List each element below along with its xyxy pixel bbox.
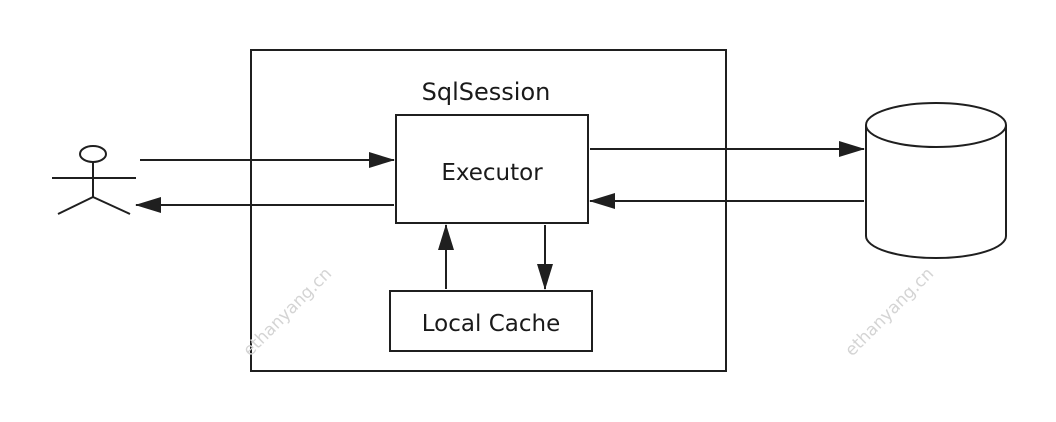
watermark-left: ethanyang.cn <box>239 264 336 361</box>
executor-box <box>395 114 589 224</box>
watermark-right: ethanyang.cn <box>841 264 938 361</box>
sqlsession-label: SqlSession <box>422 78 551 106</box>
database-cylinder-icon <box>865 102 1007 259</box>
local-cache-box <box>389 290 593 352</box>
local-cache-label: Local Cache <box>422 311 560 337</box>
sqlsession-container <box>250 49 727 372</box>
executor-label: Executor <box>441 160 543 186</box>
stick-figure-actor-icon <box>52 145 136 215</box>
